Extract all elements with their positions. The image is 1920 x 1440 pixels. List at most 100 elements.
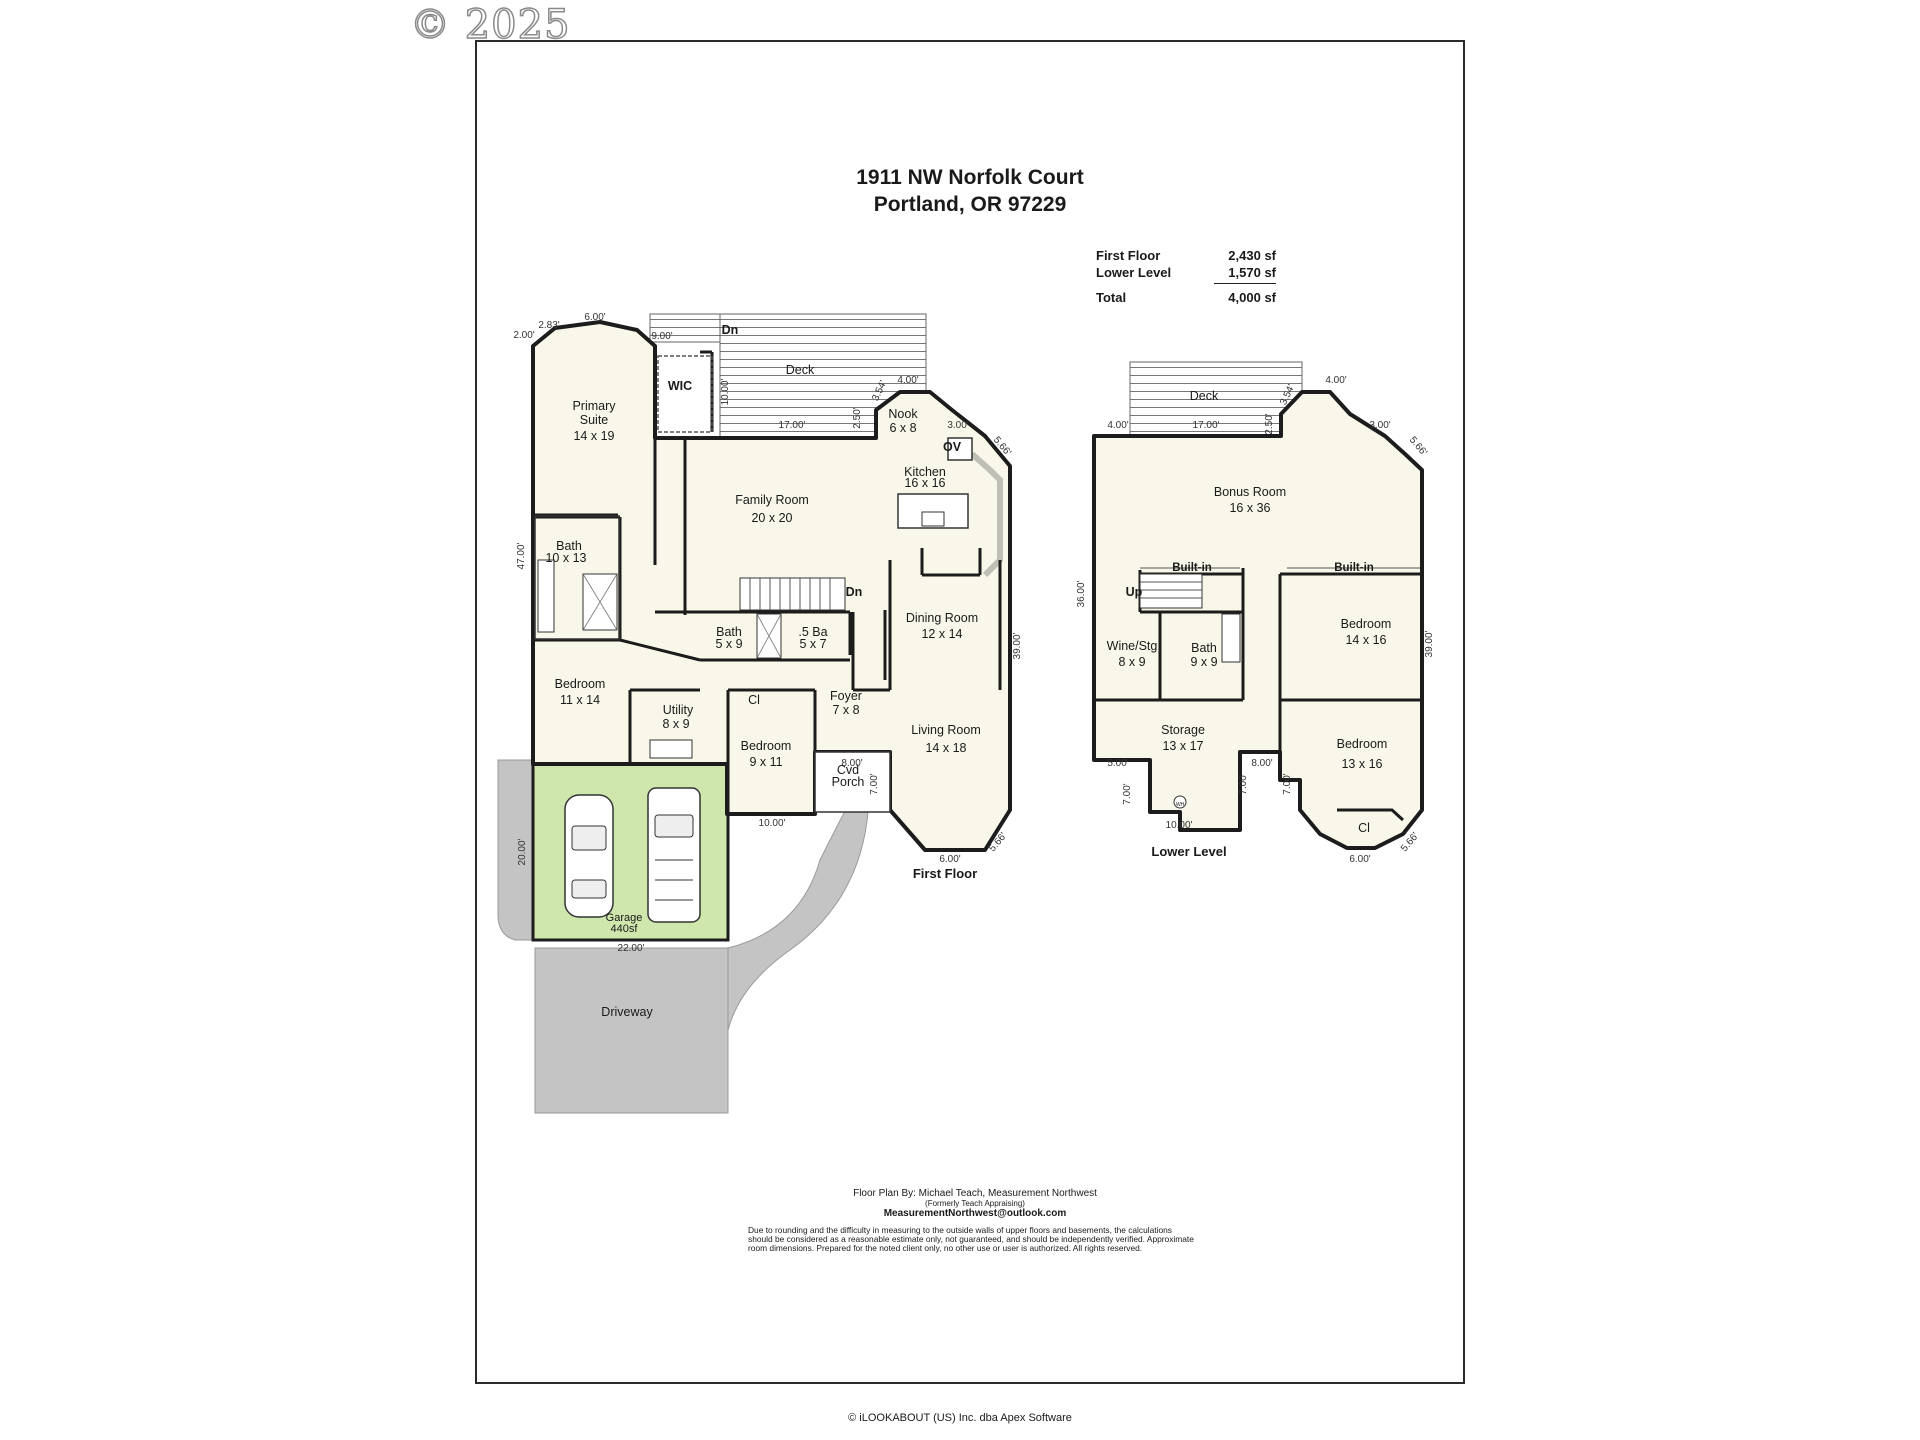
room-name: Bath — [556, 539, 582, 553]
room-name: Living Room — [911, 723, 980, 737]
closet-label: Cl — [1358, 821, 1370, 835]
dimension-label: 10.00' — [720, 378, 731, 405]
first-floor-plan — [497, 313, 1012, 1114]
stairs-down — [739, 577, 846, 611]
room-size: 5 x 9 — [715, 637, 742, 651]
room-name: Nook — [888, 407, 918, 421]
area-row-lower-level: Lower Level 1,570 sf — [1096, 265, 1276, 282]
area-label: Lower Level — [1096, 265, 1172, 280]
room-size: 11 x 14 — [560, 693, 600, 707]
dimension-label: 3.00' — [947, 420, 968, 431]
room-name: Dining Room — [906, 611, 978, 625]
room-size: 16 x 36 — [1229, 501, 1270, 515]
address-line-2: Portland, OR 97229 — [873, 193, 1067, 216]
dimension-label: 47.00' — [516, 542, 527, 569]
room-name: Primary — [572, 399, 616, 413]
room-name: Deck — [786, 363, 815, 377]
dimension-label: 6.00' — [584, 312, 605, 323]
kitchen-counter — [970, 451, 1003, 578]
dimension-label: 17.00' — [1193, 420, 1220, 431]
interior-walls — [531, 346, 982, 814]
water-heater-icon — [1173, 795, 1187, 809]
dimension-label: 6.00' — [939, 854, 960, 865]
room-size: 13 x 17 — [1162, 739, 1203, 753]
dimension-label: 7.00' — [1282, 773, 1293, 794]
car-icon — [564, 794, 614, 918]
disclaimer-text: Due to rounding and the difficulty in me… — [748, 1225, 1194, 1253]
laundry-sink — [649, 739, 693, 759]
room-name: Suite — [580, 413, 609, 427]
dimension-label: 17.00' — [779, 420, 806, 431]
closet-label: Cl — [748, 693, 760, 707]
room-size: 6 x 8 — [889, 421, 916, 435]
room-name: Cvd — [837, 763, 859, 777]
stair-label: Dn — [846, 585, 863, 599]
room-name: Bonus Room — [1214, 485, 1286, 499]
plan-credits: Floor Plan By: Michael Teach, Measuremen… — [745, 1188, 1205, 1219]
floor-caption: Lower Level — [1151, 844, 1226, 859]
room-size: 9 x 9 — [1190, 655, 1217, 669]
room-name: .5 Ba — [798, 625, 827, 639]
room-name: Wine/Stg — [1107, 639, 1158, 653]
truck-icon — [647, 787, 701, 923]
dimension-label: 2.83' — [538, 320, 559, 331]
room-size: 14 x 16 — [1345, 633, 1386, 647]
area-label: First Floor — [1096, 248, 1161, 263]
dimension-label: 2.50' — [852, 407, 863, 428]
area-value: 4,000 sf — [1228, 290, 1276, 305]
room-name: Utility — [663, 703, 694, 717]
room-name: Foyer — [830, 689, 862, 703]
software-copyright: © iLOOKABOUT (US) Inc. dba Apex Software — [848, 1412, 1072, 1424]
area-summary: First Floor 2,430 sf Lower Level 1,570 s… — [1096, 248, 1276, 307]
lower-level-footprint — [1092, 390, 1424, 850]
room-size: 10 x 13 — [545, 551, 586, 565]
room-size: 8 x 9 — [662, 717, 689, 731]
address-line-1: 1911 NW Norfolk Court — [856, 166, 1084, 189]
room-name: Bath — [716, 625, 742, 639]
sum-rule — [1214, 283, 1276, 284]
oven — [947, 437, 973, 461]
cooktop — [921, 511, 945, 527]
room-size: 440sf — [611, 923, 639, 935]
dimension-label: 4.00' — [1107, 420, 1128, 431]
room-size: 8 x 9 — [1118, 655, 1145, 669]
room-size: 16 x 16 — [904, 476, 945, 490]
credit-email: MeasurementNorthwest@outlook.com — [883, 1208, 1067, 1219]
area-row-first-floor: First Floor 2,430 sf — [1096, 248, 1276, 265]
side-apron — [497, 759, 534, 941]
room-name: Deck — [1190, 389, 1219, 403]
room-size: 13 x 16 — [1341, 757, 1382, 771]
property-address: 1911 NW Norfolk Court Portland, OR 97229 — [475, 164, 1465, 218]
room-name: Family Room — [735, 493, 809, 507]
dimension-label: 7.00' — [869, 773, 880, 794]
room-name: Bedroom — [741, 739, 792, 753]
covered-porch — [814, 751, 891, 813]
dimension-label: 4.00' — [897, 375, 918, 386]
room-name: Porch — [832, 775, 865, 789]
dimension-label: 7.00' — [1122, 783, 1133, 804]
area-value: 2,430 sf — [1228, 248, 1276, 263]
credit-line: Floor Plan By: Michael Teach, Measuremen… — [853, 1188, 1097, 1199]
room-size: 14 x 18 — [925, 741, 966, 755]
room-size: 9 x 11 — [749, 755, 782, 769]
room-size: 12 x 14 — [921, 627, 962, 641]
lower-stairs-up — [1139, 573, 1203, 609]
built-in-label: Built-in — [1172, 562, 1212, 574]
dimension-label: 10.00' — [1166, 820, 1193, 831]
dimension-label: 6.00' — [1349, 854, 1370, 865]
dimension-label: 5.66' — [1407, 435, 1429, 459]
room-name: Bedroom — [555, 677, 606, 691]
room-name: Kitchen — [904, 465, 946, 479]
built-in-label: Built-in — [1334, 562, 1374, 574]
room-size: 7 x 8 — [832, 703, 859, 717]
stair-label: Dn — [722, 323, 739, 337]
room-size: 5 x 7 — [799, 637, 826, 651]
room-size: 14 x 19 — [573, 429, 614, 443]
dimension-label: 20.00' — [517, 838, 528, 865]
credit-formerly: (Formerly Teach Appraising) — [925, 1199, 1025, 1208]
dimension-label: 4.00' — [1325, 375, 1346, 386]
lower-level-plan — [1092, 361, 1424, 850]
wic-closet — [657, 355, 713, 433]
room-name: Bedroom — [1337, 737, 1388, 751]
